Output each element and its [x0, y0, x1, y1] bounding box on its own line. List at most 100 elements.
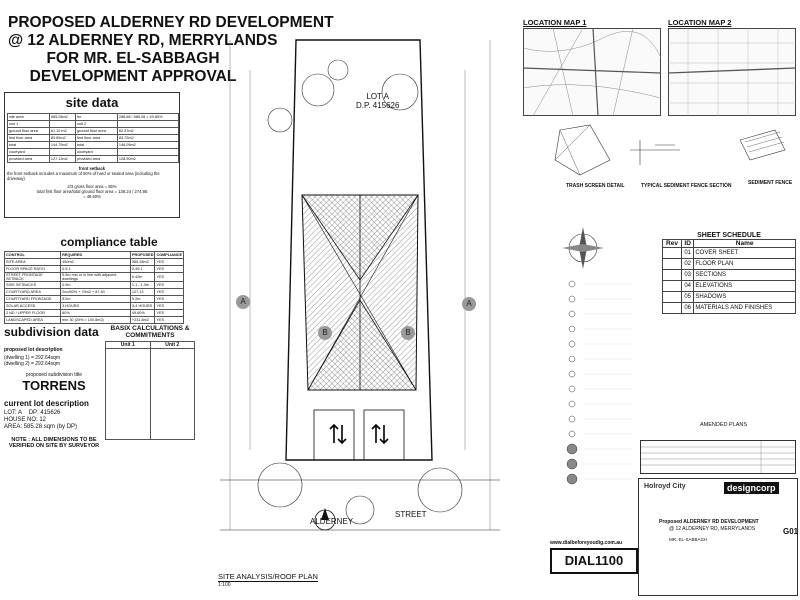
title-block: Holroyd City designcorp Proposed ALDERNE…: [638, 478, 798, 596]
location-map-1: [523, 28, 661, 116]
schedule-column-header: Name: [693, 239, 796, 248]
compliance-cell: 0.49:1: [129, 265, 156, 273]
location-map-2-label: LOCATION MAP 2: [668, 18, 732, 27]
compliance-cell: 5.2m: [129, 295, 156, 303]
site-data-cell: provided area: [7, 155, 50, 163]
schedule-cell: [662, 302, 682, 314]
client-name: MR. EL-SABBAGH: [669, 537, 708, 542]
council-stamp: Holroyd City: [644, 483, 686, 490]
legend-symbol: [568, 355, 632, 363]
sediment-section-label: TYPICAL SEDIMENT FENCE SECTION: [641, 183, 732, 189]
street-label-1: ALDERNEY: [310, 517, 354, 526]
legend-symbol: [568, 370, 632, 378]
site-data-cell: unit 2: [74, 120, 118, 128]
gross-floor-label: 2/3 gross floor area = 66%: [67, 184, 117, 189]
site-data-cell: 128.90m2: [116, 155, 180, 163]
schedule-column-header: ID: [680, 239, 695, 248]
compliance-cell: +231.8m2: [129, 316, 156, 324]
compliance-cell: 3 HOURS: [60, 302, 131, 310]
compliance-column-header: REQUIRED: [60, 251, 131, 259]
schedule-cell: 01: [680, 247, 695, 259]
compliance-cell: YES: [154, 288, 184, 296]
schedule-cell: SHADOWS: [693, 291, 796, 303]
compliance-cell: YES: [154, 302, 184, 310]
location-map-2: [668, 28, 796, 116]
schedule-cell: 03: [680, 269, 695, 281]
dial-website: www.dialbeforeyoudig.com.au: [550, 540, 623, 546]
site-data-cell: unit 1: [7, 120, 50, 128]
site-data-cell: 83.69m2: [48, 134, 76, 142]
lot-desc-label: proposed lot description: [4, 347, 63, 353]
legend-symbol: [568, 430, 632, 438]
compliance-cell: YES: [154, 258, 184, 266]
compliance-cell: 127.13: [129, 288, 156, 296]
gross-floor-result: = 49.60%: [83, 194, 101, 199]
site-data-cell: ground floor area: [74, 127, 118, 135]
site-data-cell: courtyard: [74, 148, 118, 156]
schedule-cell: MATERIALS AND FINISHES: [693, 302, 796, 314]
basix-heading: BASIX CALCULATIONS & COMMITMENTS: [110, 325, 190, 339]
plan-caption: SITE ANALYSIS/ROOF PLAN: [218, 572, 318, 582]
legend-symbols: [566, 280, 632, 485]
location-map-1-label: LOCATION MAP 1: [523, 18, 587, 27]
compliance-cell: 49.60%: [129, 309, 156, 317]
dwelling-2: (dwelling 2) = 292.64sqm: [4, 361, 61, 367]
schedule-cell: 04: [680, 280, 695, 292]
schedule-cell: [662, 247, 682, 259]
compliance-cell: FLOOR SPACE RATIO: [3, 265, 62, 273]
legend-symbol: [566, 458, 632, 470]
compliance-cell: COURTYARD FRONTAGE: [3, 295, 62, 303]
gross-floor-text: total first floor area/total ground floo…: [36, 189, 148, 194]
dp-text: D.P. 415626: [356, 101, 400, 110]
amended-plans-label: AMENDED PLANS: [700, 422, 748, 428]
title-line-3: FOR MR. EL-SABBAGH: [46, 50, 220, 67]
site-data-row: courtyard courtyard: [7, 148, 180, 156]
compliance-cell: 5.2m: [60, 295, 131, 303]
compliance-cell: YES: [154, 281, 184, 289]
compliance-cell: 6.42m: [129, 272, 156, 282]
project-address: @ 12 ALDERNEY RD, MERRYLANDS: [669, 526, 756, 532]
company-logo: designcorp: [724, 482, 779, 494]
schedule-cell: [662, 280, 682, 292]
site-data-cell: first floor area: [7, 134, 50, 142]
site-data-cell: fsr: [74, 113, 118, 121]
revision-lines: [641, 441, 795, 473]
site-data-cell: [116, 120, 180, 128]
site-data-cell: 83.72m2: [116, 134, 180, 142]
site-data-cell: first floor area: [74, 134, 118, 142]
schedule-cell: SECTIONS: [693, 269, 796, 281]
compliance-cell: STREET FRONTAGE SETBACK: [3, 272, 62, 282]
subdivision-heading: subdivision data: [4, 325, 99, 339]
lot-a-text: LOT A: [366, 92, 389, 101]
compliance-cell: YES: [154, 265, 184, 273]
site-data-cell: courtyard: [7, 148, 50, 156]
site-data-cell: ground floor area: [7, 127, 50, 135]
legend-symbol: [568, 310, 632, 318]
compliance-cell: 2 ND / UPPER FLOOR: [3, 309, 62, 317]
dp-value: DP: 415626: [28, 410, 61, 416]
legend-symbol: [568, 385, 632, 393]
drawing-title: PROPOSED ALDERNEY RD DEVELOPMENT @ 12 AL…: [8, 14, 334, 86]
schedule-cell: 05: [680, 291, 695, 303]
site-data-cell: 585.28m2: [48, 113, 76, 121]
subdivision-title-value: TORRENS: [22, 378, 86, 393]
compliance-cell: 3-4 HOURS: [129, 302, 156, 310]
compass-rose-icon: [562, 227, 604, 269]
compliance-cell: 0.5:1: [60, 265, 131, 273]
compliance-column-header: PROPOSED: [129, 251, 156, 259]
marker-b-right: B: [401, 326, 415, 340]
street-label-2: STREET: [395, 510, 427, 519]
